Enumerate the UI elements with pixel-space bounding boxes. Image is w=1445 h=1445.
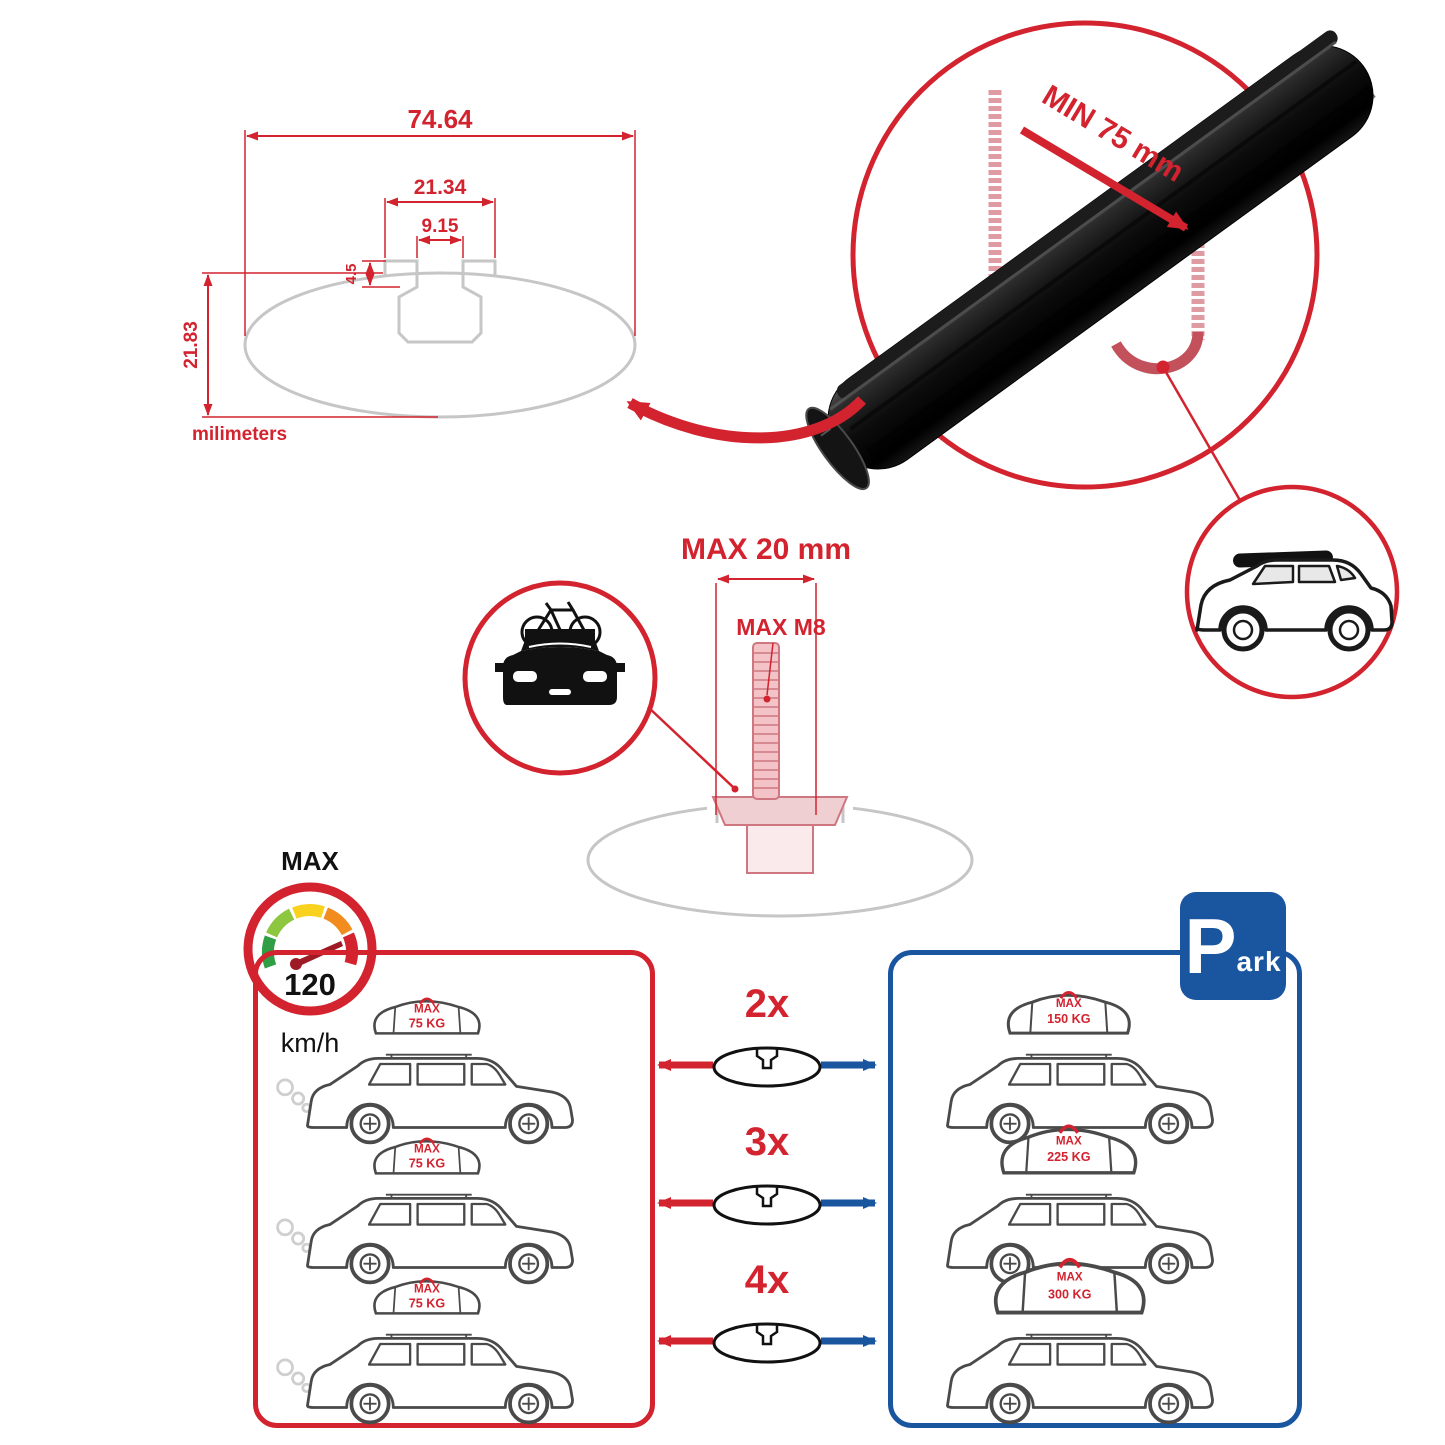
dim-slot-inner-label: 9.15 bbox=[422, 216, 459, 237]
exhaust-smoke-icon bbox=[276, 1358, 312, 1393]
pointer-arrow bbox=[626, 396, 867, 444]
load-label-kg: 150 KG bbox=[1047, 1012, 1091, 1026]
car-cell-left-1: MAX 75 KG bbox=[276, 966, 608, 1120]
load-label-kg: 225 KG bbox=[1047, 1150, 1091, 1164]
dim-height: 21.83 bbox=[181, 272, 438, 418]
parked-panel bbox=[888, 950, 1302, 1428]
car-cell-right-3: MAX 300 KG bbox=[912, 1246, 1248, 1400]
load-label-kg: 75 KG bbox=[409, 1297, 446, 1311]
bolt-icon bbox=[711, 642, 849, 874]
load-label-max: MAX bbox=[1057, 1271, 1083, 1284]
load-label-max: MAX bbox=[414, 1283, 440, 1296]
car-cell-left-3: MAX 75 KG bbox=[276, 1246, 608, 1400]
load-label-kg: 300 KG bbox=[1048, 1287, 1092, 1301]
dim-total-width: 74.64 bbox=[244, 104, 636, 336]
suv-roofbox-circle bbox=[1184, 484, 1400, 700]
crossbar-section-icon bbox=[712, 1322, 822, 1364]
max-length-label: MAX 20 mm bbox=[681, 533, 851, 566]
load-label-max: MAX bbox=[414, 1143, 440, 1156]
car-front-icon bbox=[495, 629, 625, 705]
crossbar-section-icon bbox=[712, 1046, 822, 1088]
car-cell-left-2: MAX 75 KG bbox=[276, 1106, 608, 1260]
leader-line-to-suv bbox=[1161, 366, 1243, 503]
profile-ellipse-icon bbox=[243, 259, 637, 419]
u-bolt-clamp-icon bbox=[988, 90, 1205, 340]
dim-slot-inner: 9.15 bbox=[416, 216, 464, 258]
speedometer-needle bbox=[291, 941, 343, 969]
dim-lip-depth: 4.5 bbox=[343, 260, 400, 288]
min-span-arrow bbox=[1019, 126, 1189, 232]
bike-car-circle bbox=[462, 580, 739, 793]
dim-height-label: 21.83 bbox=[181, 321, 202, 369]
dim-total-width-label: 74.64 bbox=[407, 104, 473, 134]
car-cell-right-1: MAX 150 KG bbox=[912, 966, 1248, 1120]
zoom-circle bbox=[850, 20, 1320, 490]
cross-section-diagram: 74.64 21.34 9.15 4.5 21.83 milimeters bbox=[181, 104, 637, 445]
load-label-kg: 75 KG bbox=[409, 1157, 446, 1171]
bolt-point-dot bbox=[731, 785, 739, 793]
load-label-kg: 75 KG bbox=[409, 1017, 446, 1031]
speed-value: 120 bbox=[284, 967, 336, 1002]
units-label: milimeters bbox=[192, 424, 287, 445]
u-bolt-loop-icon bbox=[1111, 331, 1204, 375]
dim-slot-outer: 21.34 bbox=[384, 176, 496, 258]
parking-suffix: ark bbox=[1236, 946, 1282, 977]
dim-lip-depth-label: 4.5 bbox=[343, 264, 360, 285]
bolt-diagram: MAX 20 mm MAX M8 bbox=[462, 533, 974, 918]
crossbar-zoom-detail: MIN 75 mm bbox=[805, 20, 1376, 503]
dim-bolt-length: MAX 20 mm bbox=[681, 533, 851, 815]
needle-hub bbox=[290, 958, 302, 970]
multiplier-label: 4x bbox=[745, 1258, 790, 1302]
load-label-max: MAX bbox=[1056, 997, 1082, 1010]
load-label-max: MAX bbox=[414, 1003, 440, 1016]
speed-max-label: MAX bbox=[281, 846, 339, 876]
load-label-max: MAX bbox=[1056, 1134, 1082, 1147]
driving-panel bbox=[253, 950, 655, 1428]
crossbar-section-icon bbox=[712, 1184, 822, 1226]
suv-roofbox-icon bbox=[1195, 550, 1394, 652]
multiplier-arrows: 2x 3x 4x bbox=[657, 982, 877, 1364]
thread-point-dot bbox=[763, 695, 771, 703]
min-span-label: MIN 75 mm bbox=[1037, 79, 1190, 189]
speed-unit: km/h bbox=[281, 1028, 340, 1058]
cargo-icon bbox=[996, 1260, 1144, 1313]
crossbar-3d-icon bbox=[805, 30, 1376, 490]
car-cell-right-2: MAX 225 KG bbox=[912, 1106, 1248, 1260]
max-thread-label: MAX M8 bbox=[736, 614, 826, 640]
multiplier-label: 2x bbox=[745, 982, 790, 1026]
speed-limit-badge: MAX 120 km/h bbox=[243, 846, 377, 1058]
dim-slot-outer-label: 21.34 bbox=[414, 176, 467, 199]
leader-line-to-bolt bbox=[647, 706, 734, 788]
parking-letter: P bbox=[1184, 902, 1237, 990]
multiplier-label: 3x bbox=[745, 1120, 790, 1164]
thread-leader-line bbox=[766, 642, 774, 696]
